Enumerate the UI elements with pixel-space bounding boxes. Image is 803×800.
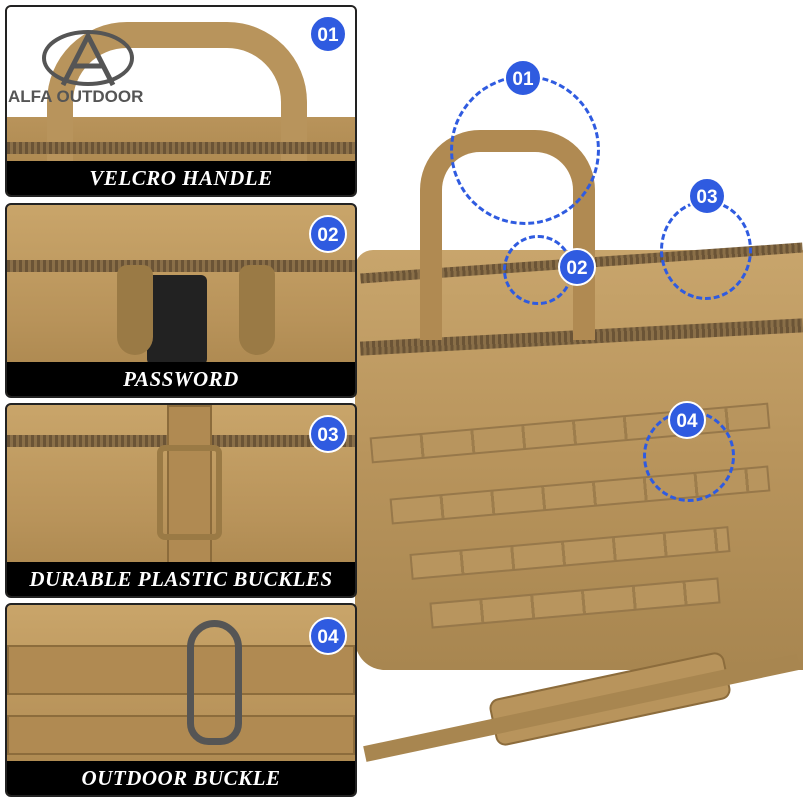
panel-label: PASSWORD	[7, 362, 355, 396]
panel-label: DURABLE PLASTIC BUCKLES	[7, 562, 355, 596]
detail-panel-buckles: 03 DURABLE PLASTIC BUCKLES	[5, 403, 357, 598]
badge-01: 01	[309, 15, 347, 53]
svg-text:ALFA OUTDOOR: ALFA OUTDOOR	[8, 87, 143, 105]
badge-02: 02	[309, 215, 347, 253]
callout-badge-01: 01	[504, 59, 542, 97]
panel-label: VELCRO HANDLE	[7, 161, 355, 195]
shoulder-strap	[363, 654, 800, 762]
detail-panel-outdoor-buckle: 04 OUTDOOR BUCKLE	[5, 603, 357, 797]
badge-03: 03	[309, 415, 347, 453]
zipper-pull	[117, 265, 153, 355]
callout-badge-02: 02	[558, 248, 596, 286]
combination-lock-icon	[147, 275, 207, 365]
zipper	[7, 142, 355, 154]
buckle-icon	[157, 445, 222, 540]
callout-badge-04: 04	[668, 401, 706, 439]
panel-label: OUTDOOR BUCKLE	[7, 761, 355, 795]
callout-badge-03: 03	[688, 177, 726, 215]
molle-strap	[7, 715, 355, 755]
carabiner-icon	[187, 620, 242, 745]
zipper-pull	[239, 265, 275, 355]
zipper	[7, 260, 355, 272]
molle-strap	[7, 645, 355, 695]
detail-panel-password: 02 PASSWORD	[5, 203, 357, 398]
alfa-outdoor-logo: ALFA OUTDOOR	[8, 30, 143, 105]
badge-04: 04	[309, 617, 347, 655]
